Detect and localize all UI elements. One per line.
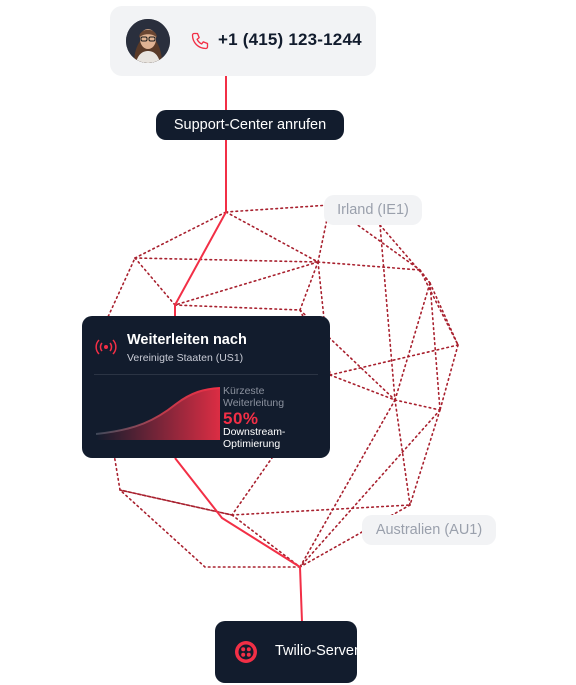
- mesh-link: [329, 374, 396, 401]
- avatar: [126, 19, 170, 63]
- routing-destination: Vereinigte Staaten (US1): [127, 352, 244, 364]
- mesh-link: [317, 204, 331, 263]
- mesh-link: [134, 257, 176, 306]
- mesh-link: [409, 409, 441, 506]
- mesh-link: [299, 409, 441, 568]
- mesh-link: [379, 224, 396, 401]
- mesh-link: [419, 269, 459, 346]
- region-tag-australia: Australien (AU1): [362, 515, 496, 545]
- mesh-link: [119, 489, 206, 568]
- twilio-server-node: Twilio-Server: [215, 621, 359, 683]
- mesh-link: [134, 211, 227, 259]
- server-label: Twilio-Server: [275, 643, 359, 659]
- mesh-link: [101, 257, 136, 331]
- mesh-link: [225, 204, 331, 213]
- routing-path: [174, 140, 227, 318]
- mesh-link: [317, 261, 421, 271]
- routing-path: [174, 457, 303, 623]
- caller-card: +1 (415) 123-1244: [110, 6, 376, 76]
- twilio-logo-icon: [235, 641, 257, 663]
- metric-caption: Downstream-Optimierung: [223, 426, 286, 450]
- routing-title: Weiterleiten nach: [127, 332, 247, 348]
- mesh-link: [329, 344, 459, 376]
- optimization-curve: [96, 387, 221, 440]
- region-tag-ireland: Irland (IE1): [324, 195, 422, 225]
- routing-card: Weiterleiten nach Vereinigte Staaten (US…: [82, 316, 330, 458]
- mesh-link: [394, 399, 441, 411]
- mesh-link: [299, 261, 319, 311]
- mesh-link: [299, 399, 396, 568]
- mesh-link: [429, 282, 459, 346]
- mesh-link: [134, 257, 319, 263]
- mesh-link: [174, 261, 319, 306]
- call-support-center-step: Support-Center anrufen: [156, 110, 344, 140]
- mesh-link: [429, 282, 441, 411]
- mesh-link: [174, 304, 301, 311]
- signal-icon: [95, 339, 117, 355]
- phone-icon: [191, 32, 209, 50]
- phone-number: +1 (415) 123-1244: [218, 30, 362, 49]
- divider: [94, 374, 318, 375]
- mesh-link: [394, 282, 431, 401]
- metric-value: 50%: [223, 409, 259, 428]
- mesh-link: [439, 344, 459, 411]
- mesh-link: [329, 204, 421, 271]
- mesh-link: [225, 211, 319, 263]
- metric-label: Kürzeste Weiterleitung: [223, 385, 285, 409]
- mesh-link: [231, 514, 301, 568]
- mesh-link: [231, 504, 411, 516]
- mesh-link: [119, 489, 233, 516]
